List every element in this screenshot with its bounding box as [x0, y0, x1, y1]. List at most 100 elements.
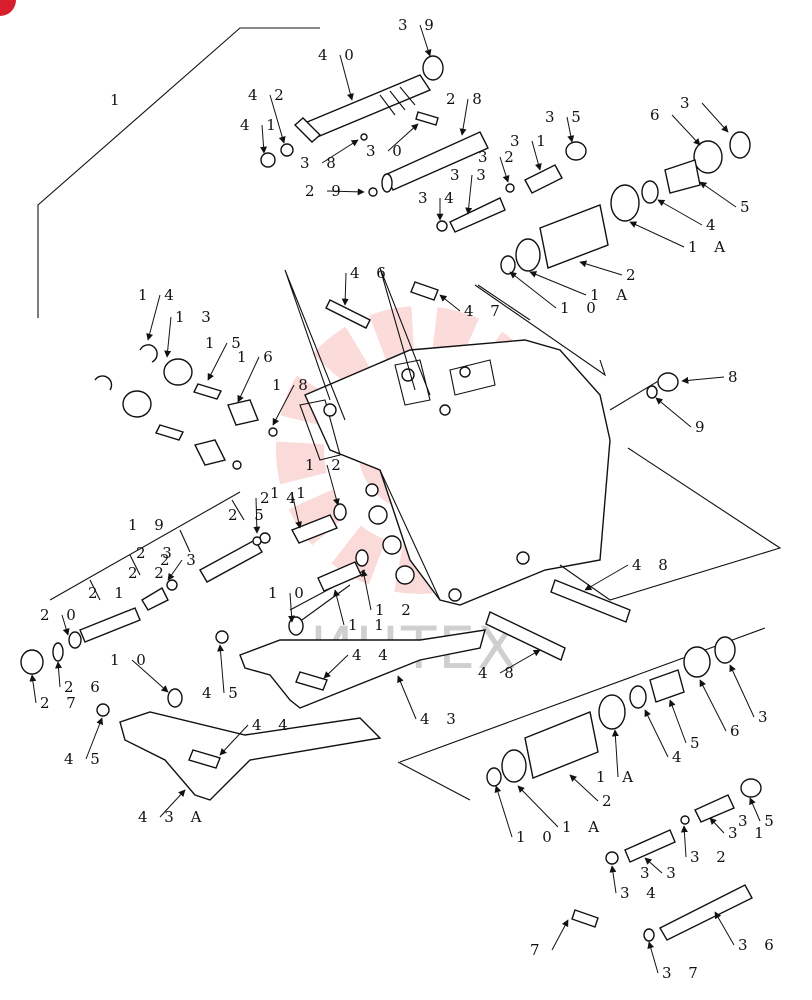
- part-label-p43A: 4 3 A: [138, 808, 207, 826]
- corner-badge-icon: [0, 0, 16, 16]
- retainer-6b: [683, 646, 711, 678]
- leader-arrow-p11a: [291, 492, 303, 529]
- seat-1Aa: [610, 184, 640, 222]
- leader-arrow-p27: [29, 674, 37, 704]
- part-label-p48b: 4 8: [478, 664, 520, 682]
- leader-arrow-p6a: [671, 114, 701, 146]
- lever-43: [239, 629, 486, 709]
- leader-arrow-p47: [439, 294, 461, 312]
- leader-arrow-p16: [237, 356, 260, 403]
- part-label-p36: 3 6: [738, 936, 780, 954]
- leader-arrow-p10_1Ad: [517, 785, 559, 828]
- washer-4b: [629, 685, 647, 709]
- washer-32b: [680, 815, 690, 825]
- part-label-p3a: 3: [680, 94, 696, 112]
- part-label-p25: 2 5: [228, 506, 270, 524]
- bolt-48a: [550, 579, 631, 623]
- pump-housing: [299, 339, 611, 606]
- leader-arrow-p12a: [326, 464, 340, 506]
- part-label-p18: 1 8: [272, 376, 314, 394]
- ball-18b: [268, 427, 278, 437]
- part-label-p7: 7: [530, 941, 546, 959]
- leader-arrow-p10b: [131, 659, 169, 693]
- group-bracket-1: [37, 27, 320, 318]
- part-label-p38: 3 8: [300, 154, 342, 172]
- part-label-p8: 8: [728, 368, 744, 386]
- screw-44a: [295, 671, 328, 691]
- part-label-p35b: 3 5: [738, 812, 780, 830]
- plug-35b: [740, 778, 762, 798]
- leader-arrow-p41: [260, 124, 268, 154]
- part-label-p2b: 2: [602, 792, 618, 810]
- spring-seat-22: [141, 587, 169, 611]
- leader-arrow-p4b: [644, 709, 669, 758]
- part-label-p44b: 4 4: [252, 716, 294, 734]
- leader-arrow-p10_1Ab: [529, 271, 587, 296]
- part-label-p42: 4 2: [248, 86, 290, 104]
- spring-33: [449, 197, 506, 233]
- leader-arrow-p43A: [159, 789, 186, 818]
- leader-arrow-p32a: [499, 156, 510, 183]
- part-label-p34b: 3 4: [620, 884, 662, 902]
- retainer-6a: [693, 140, 723, 174]
- part-label-p35a: 3 5: [545, 108, 587, 126]
- part-label-p6a: 6: [650, 106, 666, 124]
- spring-2b: [524, 711, 599, 779]
- washer-10d: [486, 767, 502, 787]
- part-label-p13: 1 3: [175, 308, 217, 326]
- part-label-p33a: 3 3: [450, 166, 492, 184]
- leader-arrow-p45b: [85, 717, 103, 760]
- part-label-p10_1Ac: 1 0: [516, 828, 558, 846]
- washer-37: [643, 928, 655, 942]
- washer-42: [280, 143, 294, 157]
- seat-1Ad: [501, 749, 527, 783]
- leader-arrow-p26: [55, 661, 62, 688]
- part-label-p39: 3 9: [398, 16, 440, 34]
- leader-arrow-p28: [459, 98, 469, 136]
- leader-arrow-p9: [655, 397, 692, 428]
- leader-arrow-p3a: [701, 102, 729, 133]
- sleeve-16b: [227, 399, 259, 426]
- part-label-p11b: 1 1: [348, 616, 390, 634]
- part-label-p46: 4 6: [350, 264, 392, 282]
- group-bracket-19: [49, 491, 245, 601]
- valve-28: [381, 131, 489, 193]
- leader-arrow-p30: [387, 123, 419, 152]
- plug-47: [410, 281, 439, 301]
- bolt-48b: [485, 611, 566, 661]
- part-label-p5b: 5: [690, 734, 706, 752]
- leader-arrow-p33a: [465, 174, 473, 215]
- leader-arrow-p44b: [219, 724, 249, 756]
- nut-41: [260, 152, 276, 168]
- plug-8: [657, 372, 679, 392]
- leader-arrow-p2b: [569, 774, 599, 802]
- part-label-p26: 2 6: [64, 678, 106, 696]
- part-label-p10b: 1 0: [110, 651, 152, 669]
- part-label-p23a: 2 3: [160, 551, 202, 569]
- leader-arrow-p10_1Ac: [494, 785, 513, 838]
- part-label-p22: 2 2: [128, 564, 170, 582]
- leader-arrow-p31a: [531, 140, 542, 171]
- part-label-p31a: 3 1: [510, 132, 552, 150]
- part-label-p1: 1: [110, 91, 126, 109]
- leader-arrow-p20: [61, 614, 70, 636]
- spring-21: [79, 607, 141, 643]
- piston-19: [199, 539, 263, 583]
- screw-44b: [188, 749, 221, 769]
- spring-2a: [539, 204, 609, 269]
- snap-ring-3a: [729, 131, 751, 159]
- part-label-p34a: 3 4: [418, 189, 460, 207]
- spring-15b: [193, 383, 222, 400]
- leader-arrow-p4a: [657, 199, 703, 226]
- leader-arrow-p1Ab: [611, 729, 619, 778]
- leader-arrow-p2a: [579, 260, 623, 276]
- ball-38: [360, 133, 368, 141]
- leader-arrow-p11b: [333, 589, 345, 626]
- washer-10c: [167, 688, 183, 708]
- part-label-p40: 4 0: [318, 46, 360, 64]
- leader-arrow-p18: [272, 384, 295, 426]
- part-label-p14: 1 4: [138, 286, 180, 304]
- clip-14b: [139, 344, 158, 363]
